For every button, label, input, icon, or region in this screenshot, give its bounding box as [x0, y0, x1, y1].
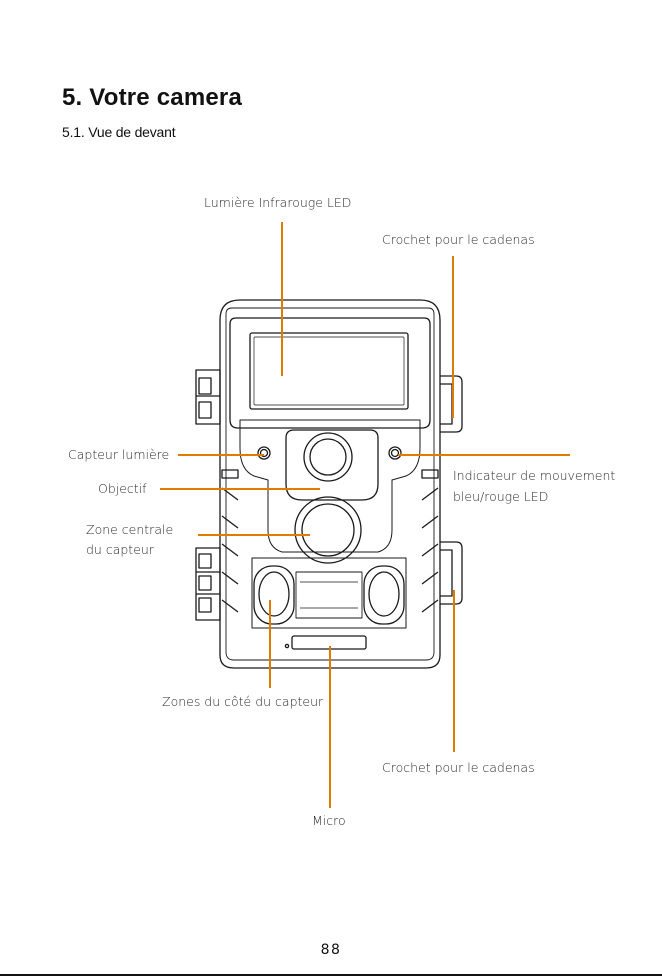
label-motion-indicator-line1: Indicateur de mouvement [453, 466, 615, 486]
label-side-zones: Zones du côté du capteur [162, 692, 323, 712]
label-central-zone-line2: du capteur [86, 540, 154, 560]
label-light-sensor: Capteur lumière [68, 445, 169, 465]
label-hook-bottom: Crochet pour le cadenas [382, 758, 535, 778]
label-motion-indicator-line2: bleu/rouge LED [453, 487, 548, 507]
label-hook-top: Crochet pour le cadenas [382, 230, 535, 250]
camera-outline [196, 300, 462, 668]
label-lens: Objectif [98, 479, 147, 499]
label-micro: Micro [312, 811, 346, 831]
label-central-zone-line1: Zone centrale [86, 520, 173, 540]
page-number: 88 [0, 942, 662, 958]
bottom-rule [0, 974, 662, 976]
label-infrared-led: Lumière Infrarouge LED [204, 193, 351, 213]
